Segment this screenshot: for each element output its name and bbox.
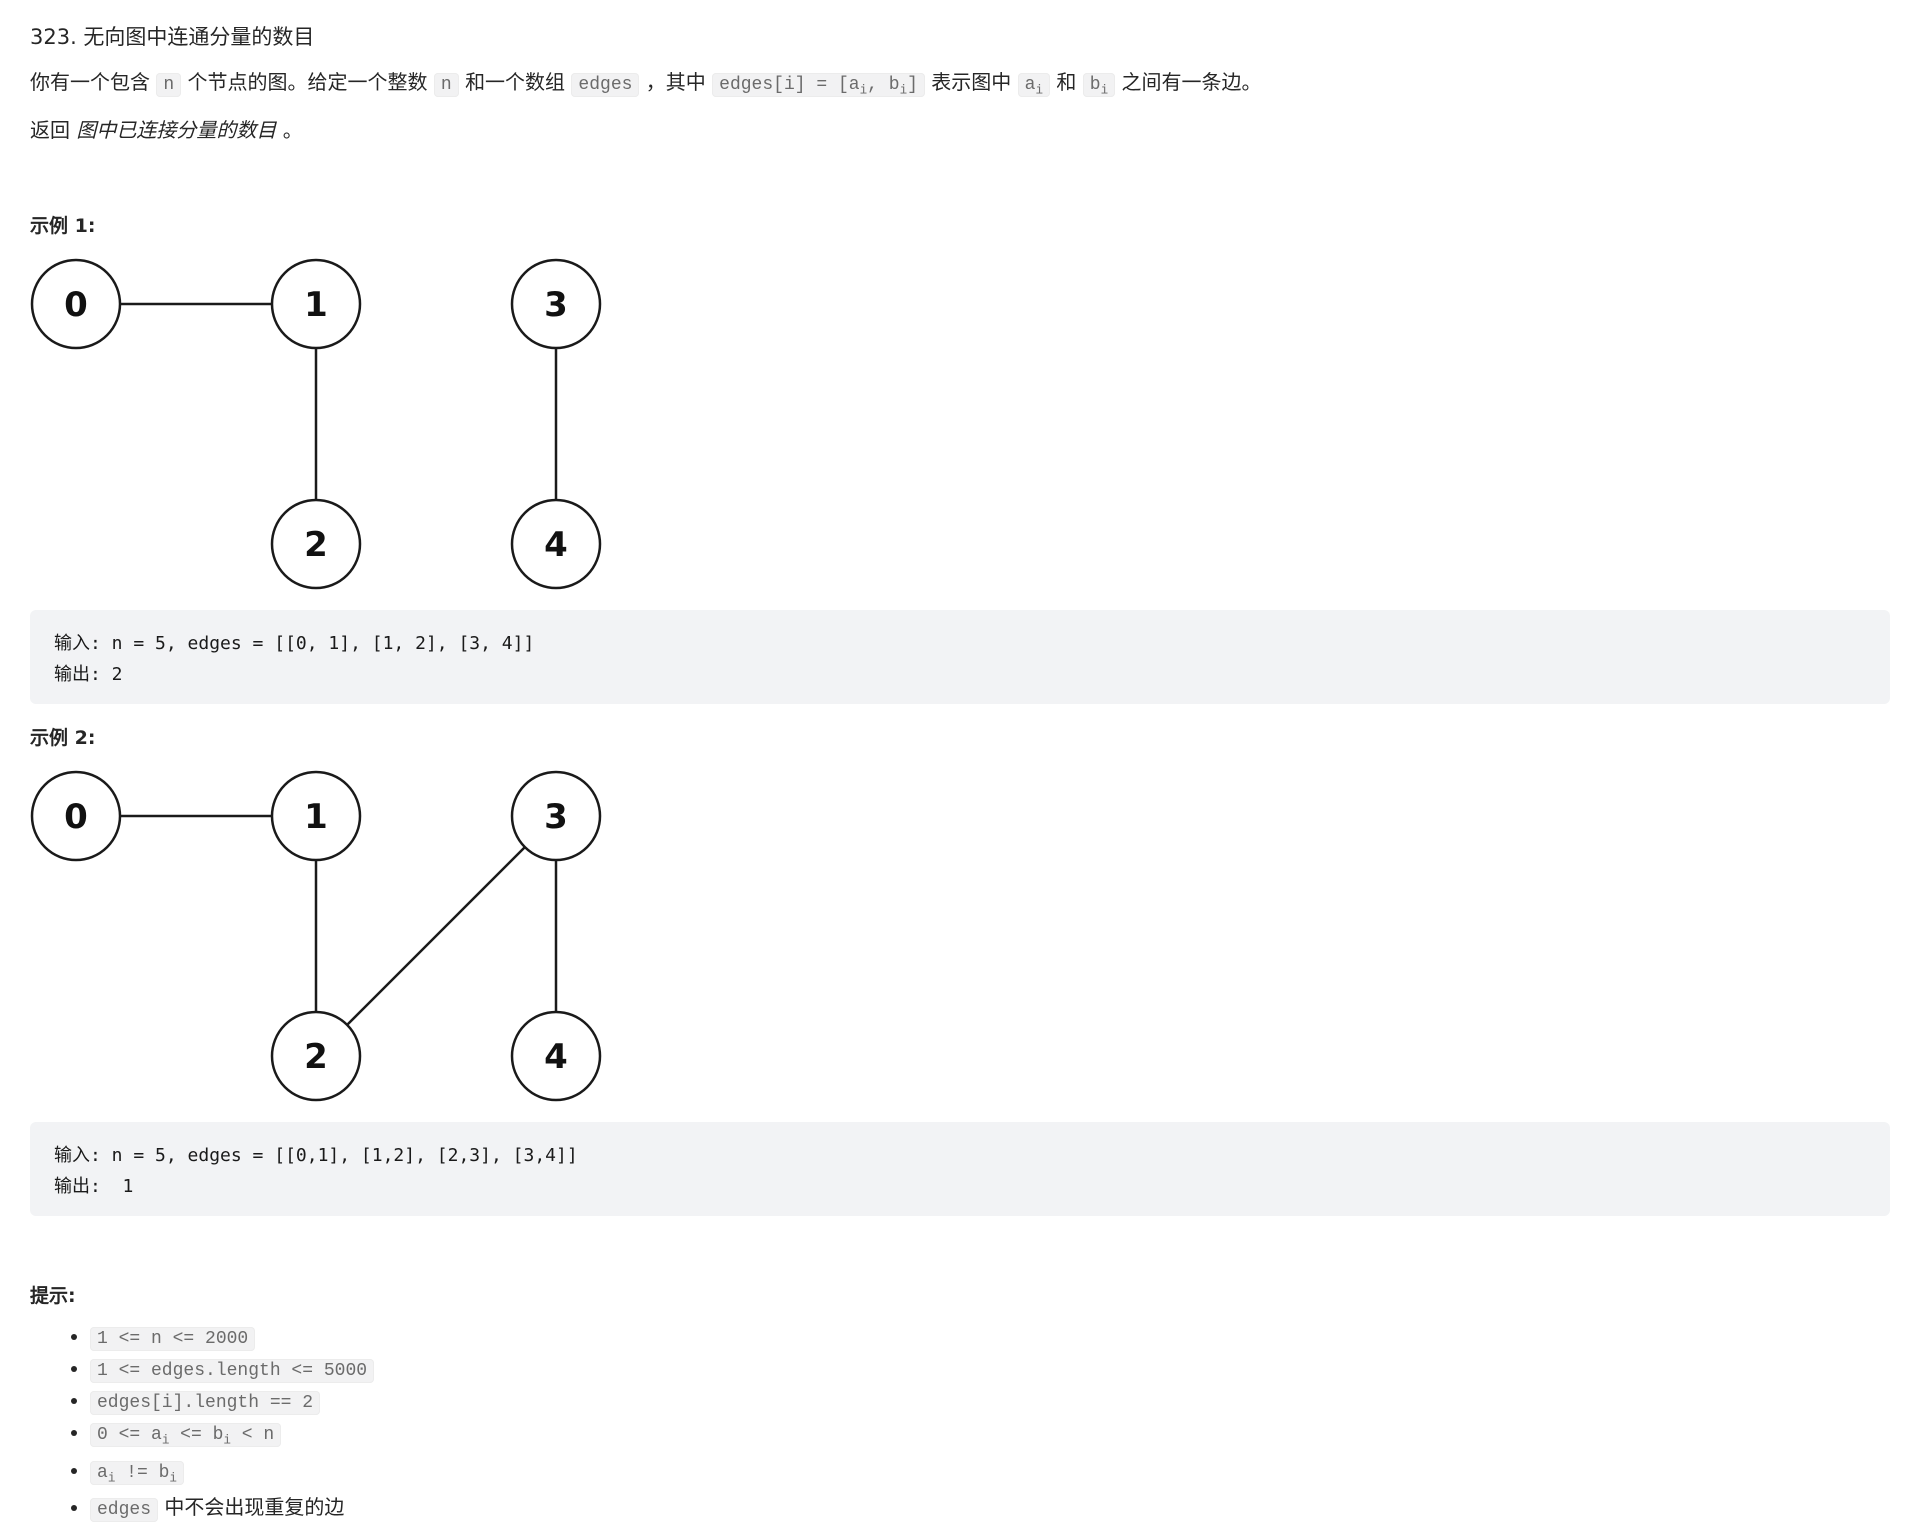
- subscript: i: [1035, 83, 1044, 98]
- desc-text: 之间有一条边。: [1121, 70, 1262, 94]
- code-edges-i: edges[i] = [ai, bi]: [712, 73, 925, 98]
- node-label: 3: [544, 285, 568, 325]
- subscript: i: [899, 83, 908, 98]
- node-circle: [510, 770, 602, 862]
- code-text: a: [97, 1462, 108, 1483]
- node-circle: [510, 498, 602, 590]
- hint-code: edges[i].length == 2: [90, 1391, 321, 1415]
- node-label: 2: [304, 525, 328, 565]
- subscript: i: [169, 1471, 177, 1486]
- graph-node: 1: [270, 258, 362, 350]
- code-edges: edges: [571, 73, 640, 97]
- example-1-heading: 示例 1:: [30, 215, 96, 237]
- code-text: <= b: [169, 1425, 224, 1445]
- example-2-code-block: 输入: n = 5, edges = [[0,1], [1,2], [2,3],…: [30, 1122, 1890, 1216]
- hint-code: 0 <= ai <= bi < n: [90, 1423, 282, 1448]
- graph-node: 4: [510, 498, 602, 590]
- node-label: 0: [64, 797, 88, 837]
- code-text: < n: [230, 1425, 275, 1445]
- hint-code: 1 <= edges.length <= 5000: [90, 1359, 375, 1383]
- code-text: , b: [867, 75, 900, 95]
- desc-text: 你有一个包含: [30, 70, 150, 94]
- desc-text: 和一个数组: [465, 70, 566, 94]
- node-label: 3: [544, 797, 568, 837]
- graph-node: 3: [510, 770, 602, 862]
- code-text: ]: [907, 75, 918, 95]
- subscript: i: [859, 83, 868, 98]
- hint-code: ai != bi: [90, 1460, 184, 1486]
- graph-nodes: 0 1 2 3 4: [30, 770, 602, 1102]
- hint-item: 1 <= edges.length <= 5000: [90, 1354, 375, 1386]
- node-label: 4: [544, 1037, 568, 1077]
- hints-heading: 提示:: [30, 1285, 76, 1307]
- graph-nodes: 0 1 2 3 4: [30, 258, 602, 590]
- desc-text: 表示图中: [931, 70, 1012, 94]
- node-label: 4: [544, 525, 568, 565]
- problem-description: 你有一个包含 n 个节点的图。给定一个整数 n 和一个数组 edges ，其中 …: [30, 67, 1261, 106]
- code-text: b: [1089, 75, 1101, 95]
- return-emphasis: 图中已连接分量的数目: [76, 118, 277, 142]
- subscript: i: [1100, 83, 1109, 98]
- graph-node: 0: [30, 770, 122, 862]
- code-b-i: bi: [1082, 73, 1116, 98]
- hint-item: 0 <= ai <= bi < n: [90, 1418, 374, 1456]
- graph-node: 1: [270, 770, 362, 862]
- hint-code: 1 <= n <= 2000: [90, 1327, 256, 1351]
- graph-node: 3: [510, 258, 602, 350]
- graph-node: 0: [30, 258, 122, 350]
- example-1-graph: 0 1 2 3 4: [30, 258, 602, 590]
- example-1-output: 输出: 2: [54, 664, 123, 685]
- code-text: a: [1024, 75, 1036, 95]
- node-circle: [30, 258, 122, 350]
- node-circle: [270, 1010, 362, 1102]
- hint-item: 1 <= n <= 2000: [90, 1322, 374, 1354]
- code-text: edges[i] = [a: [719, 75, 860, 95]
- example-2-output: 输出: 1: [54, 1176, 134, 1197]
- graph-edge: [315, 815, 557, 1057]
- code-a-i: ai: [1017, 73, 1051, 98]
- code-n: n: [433, 73, 459, 97]
- hint-item: edges 中不会出现重复的边: [90, 1493, 374, 1525]
- subscript: i: [223, 1433, 231, 1448]
- node-label: 1: [304, 285, 328, 325]
- node-circle: [510, 1010, 602, 1102]
- return-statement: 返回 图中已连接分量的数目 。: [30, 115, 303, 145]
- graph-node: 4: [510, 1010, 602, 1102]
- subscript: i: [107, 1471, 116, 1486]
- example-2-input: 输入: n = 5, edges = [[0,1], [1,2], [2,3],…: [54, 1145, 578, 1166]
- code-text: != b: [115, 1462, 170, 1483]
- hint-item: ai != bi: [90, 1456, 374, 1494]
- code-text: 0 <= a: [97, 1425, 162, 1445]
- example-1-input: 输入: n = 5, edges = [[0, 1], [1, 2], [3, …: [54, 633, 535, 654]
- graph-node: 2: [270, 498, 362, 590]
- desc-text: 个节点的图。给定一个整数: [187, 70, 428, 94]
- node-circle: [270, 498, 362, 590]
- problem-title: 323. 无向图中连通分量的数目: [30, 25, 315, 49]
- hints-list: 1 <= n <= 2000 1 <= edges.length <= 5000…: [30, 1322, 375, 1525]
- node-circle: [270, 258, 362, 350]
- graph-node: 2: [270, 1010, 362, 1102]
- node-circle: [510, 258, 602, 350]
- node-label: 0: [64, 285, 88, 325]
- node-circle: [270, 770, 362, 862]
- node-circle: [30, 770, 122, 862]
- hint-text: 中不会出现重复的边: [164, 1495, 345, 1520]
- code-n: n: [156, 73, 182, 97]
- example-2-heading: 示例 2:: [30, 727, 96, 749]
- return-suffix: 。: [282, 118, 303, 142]
- subscript: i: [161, 1433, 170, 1448]
- desc-text: ，其中: [645, 70, 706, 94]
- node-label: 1: [304, 797, 328, 837]
- return-prefix: 返回: [30, 118, 70, 142]
- hint-item: edges[i].length == 2: [90, 1386, 374, 1418]
- example-1-code-block: 输入: n = 5, edges = [[0, 1], [1, 2], [3, …: [30, 610, 1890, 704]
- desc-text: 和: [1056, 70, 1077, 94]
- node-label: 2: [304, 1037, 328, 1077]
- example-2-graph: 0 1 2 3 4: [30, 770, 602, 1102]
- hint-code: edges: [90, 1498, 159, 1523]
